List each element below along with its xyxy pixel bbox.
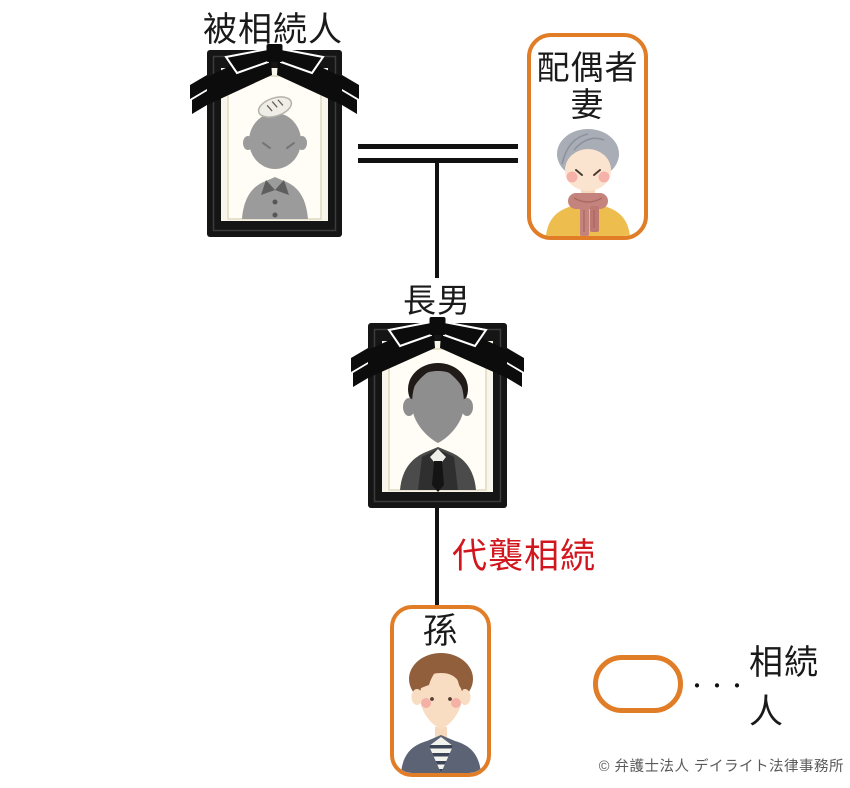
copyright-text: © 弁護士法人 デイライト法律事務所 bbox=[598, 759, 844, 775]
legend-dots: ・・・ bbox=[687, 675, 747, 698]
legend-heir-symbol bbox=[593, 655, 683, 713]
memorial-photo-deceased-icon bbox=[190, 44, 359, 237]
elderly-woman-icon bbox=[545, 129, 630, 236]
man-in-suit-portrait bbox=[400, 363, 476, 492]
legend: ・・・ 相続人 bbox=[687, 644, 850, 731]
mourning-headpiece-icon bbox=[257, 96, 293, 118]
young-man-icon bbox=[400, 653, 481, 773]
memorial-photo-son-icon bbox=[351, 317, 524, 508]
substitute-inheritance-label: 代襲相続 bbox=[452, 537, 597, 576]
eldest-son-label: 長男 bbox=[403, 282, 471, 319]
legend-label: 相続人 bbox=[749, 644, 819, 731]
marriage-line bbox=[358, 144, 518, 163]
descent-line-to-son bbox=[435, 161, 439, 278]
grandchild-box: 孫 bbox=[390, 605, 491, 777]
mourning-ribbon-icon bbox=[190, 44, 359, 114]
mourning-ribbon-icon bbox=[351, 317, 524, 387]
spouse-role-label: 配偶者 bbox=[536, 49, 639, 86]
descent-line-to-grandchild bbox=[435, 508, 439, 606]
spouse-name-label: 妻 bbox=[570, 86, 605, 123]
grandchild-label: 孫 bbox=[422, 612, 459, 651]
elderly-man-portrait bbox=[242, 96, 308, 219]
deceased-label: 被相続人 bbox=[203, 11, 343, 49]
spouse-box: 配偶者 妻 bbox=[527, 33, 648, 240]
